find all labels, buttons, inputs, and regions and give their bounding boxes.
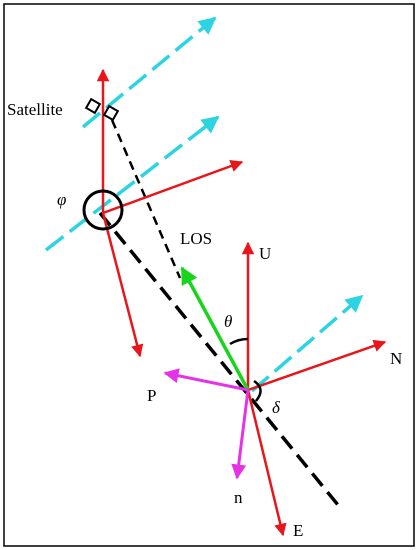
satellite-body-right	[102, 104, 120, 122]
satellite-body-left	[84, 97, 102, 115]
ground-east-arrow	[246, 389, 287, 537]
e-label: E	[293, 521, 303, 540]
outer-border	[3, 3, 415, 547]
n-small-label: n	[234, 488, 243, 507]
los-dashed-line-main	[98, 211, 340, 507]
los-label: LOS	[180, 229, 212, 248]
n-axis-label: N	[390, 349, 402, 368]
p-label: P	[147, 386, 156, 405]
phi-angle-circle	[82, 189, 124, 231]
cyan-arrow-ground	[250, 294, 364, 393]
theta-angle-arc	[229, 337, 249, 346]
delta-label: δ	[272, 398, 281, 417]
satellite-down-arrow	[101, 212, 144, 358]
satellite-right-arrow	[102, 160, 244, 215]
p-arrow	[163, 368, 249, 392]
delta-angle-arc	[253, 379, 262, 402]
los-dashed-line-upper	[110, 119, 182, 279]
los-arrow	[180, 266, 250, 391]
cyan-arrow-middle	[44, 115, 220, 252]
u-label: U	[259, 244, 271, 263]
ground-north-arrow	[247, 339, 387, 392]
satellite-label: Satellite	[7, 100, 63, 119]
n-arrow	[231, 389, 250, 480]
theta-label: θ	[224, 312, 232, 331]
phi-label: φ	[57, 190, 66, 209]
